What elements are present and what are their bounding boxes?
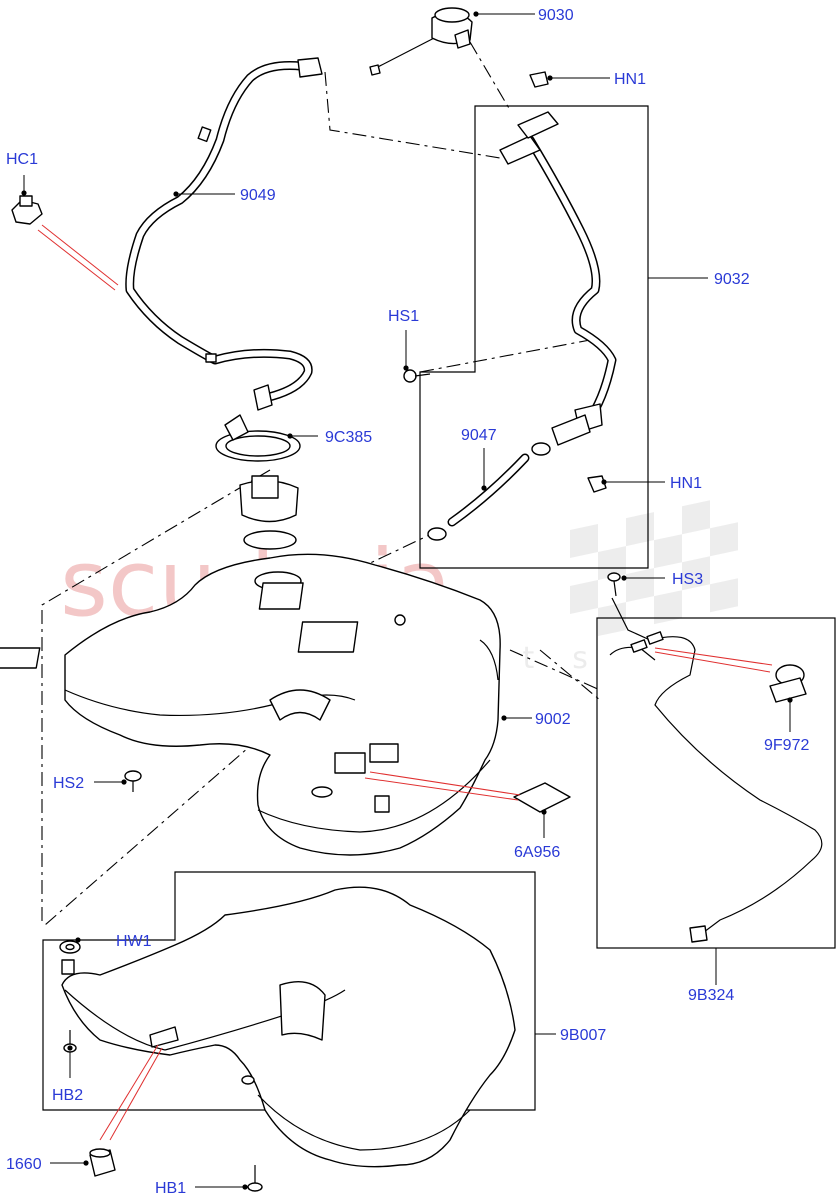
filler-assembly-box	[419, 105, 649, 569]
fuel-pump-9c385	[215, 414, 301, 550]
label-9f972: 9F972	[764, 737, 809, 754]
filler-neck-9032	[499, 71, 617, 446]
label-9047: 9047	[461, 427, 497, 444]
label-9032: 9032	[714, 271, 750, 288]
filler-cap-9030	[369, 7, 473, 76]
label-9030: 9030	[538, 7, 574, 24]
spacer-1660	[89, 1148, 116, 1177]
label-9049: 9049	[240, 187, 276, 204]
label-1660: 1660	[6, 1156, 42, 1173]
nut-hn1-bottom	[587, 475, 607, 493]
label-9b007: 9B007	[560, 1027, 606, 1044]
pressure-sensor-9f972	[769, 664, 807, 703]
heat-shield-9b007	[61, 886, 516, 1168]
screw-hs1	[403, 369, 431, 383]
label-hn1-top: HN1	[614, 71, 646, 88]
fuel-line-9b324	[609, 597, 823, 943]
label-hn1-bottom: HN1	[670, 475, 702, 492]
pad-6a956	[513, 782, 571, 813]
leader-lines	[21, 11, 793, 1190]
checkered-flag-logo	[570, 500, 738, 637]
vapour-pipe-9049	[125, 57, 323, 411]
hose-9047	[427, 442, 551, 541]
screw-hs3	[607, 572, 621, 597]
label-hs1: HS1	[388, 308, 419, 325]
label-hw1: HW1	[116, 933, 152, 950]
washer-hw1	[59, 940, 81, 954]
fuel-tank-9002	[0, 553, 501, 856]
clip-hc1	[11, 195, 43, 225]
label-hb1: HB1	[155, 1180, 186, 1197]
red-callout-lines	[37, 224, 773, 1141]
label-6a956: 6A956	[514, 844, 560, 861]
heat-shield-assembly-box	[42, 871, 536, 1111]
label-9002: 9002	[535, 711, 571, 728]
label-9c385: 9C385	[325, 429, 372, 446]
label-9b324: 9B324	[688, 987, 734, 1004]
part-labels: 9030 HN1 HC1 9049 9032 HS1 9C385 9047 HN…	[6, 7, 809, 1197]
label-hs2: HS2	[53, 775, 84, 792]
label-hs3: HS3	[672, 571, 703, 588]
label-hb2: HB2	[52, 1087, 83, 1104]
screw-hs2	[124, 770, 142, 792]
bolt-hb1	[247, 1165, 263, 1192]
label-hc1: HC1	[6, 151, 38, 168]
